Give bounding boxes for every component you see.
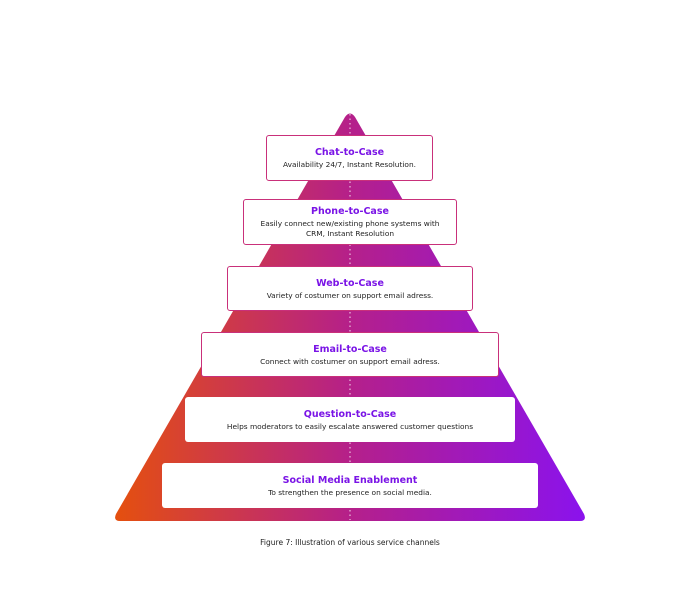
tier-description: Easily connect new/existing phone system… — [260, 219, 440, 238]
tier-title: Question-to-Case — [303, 408, 397, 420]
tier-description: Variety of costumer on support email adr… — [266, 290, 434, 300]
tier-email-to-case: Email-to-Case Connect with costumer on s… — [201, 332, 499, 377]
tier-question-to-case: Question-to-Case Helps moderators to eas… — [185, 397, 515, 442]
tier-description: Availability 24/7, Instant Resolution. — [283, 160, 416, 169]
tier-description: Helps moderators to easily escalate answ… — [226, 421, 474, 431]
figure-caption: Figure 7: Illustration of various servic… — [260, 538, 440, 547]
tier-description: Connect with costumer on support email a… — [260, 356, 440, 366]
tier-chat-to-case: Chat-to-Case Availability 24/7, Instant … — [266, 135, 433, 181]
tier-description: To strengthen the presence on social med… — [268, 487, 432, 497]
tier-title: Email-to-Case — [313, 343, 387, 355]
tier-web-to-case: Web-to-Case Variety of costumer on suppo… — [227, 266, 473, 311]
tier-title: Chat-to-Case — [314, 147, 385, 158]
tier-social-media-enablement: Social Media Enablement To strengthen th… — [162, 463, 538, 508]
tier-title: Social Media Enablement — [282, 474, 418, 486]
tier-title: Phone-to-Case — [311, 206, 389, 217]
tier-title: Web-to-Case — [316, 277, 384, 289]
tier-phone-to-case: Phone-to-Case Easily connect new/existin… — [243, 199, 457, 245]
